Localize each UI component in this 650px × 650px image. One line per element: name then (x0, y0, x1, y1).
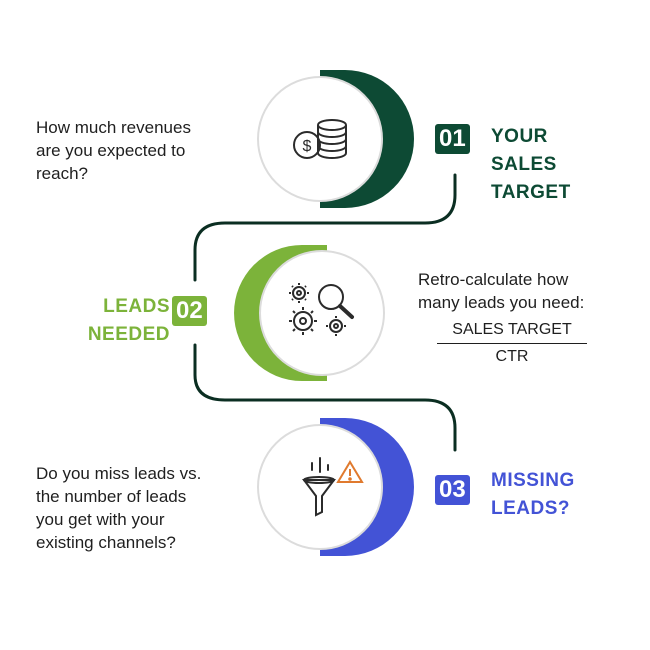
step3-title: MISSING LEADS? (491, 467, 575, 523)
title-line: YOUR (491, 126, 548, 147)
gears-magnifier-icon (289, 283, 354, 336)
step3-circle (257, 424, 383, 550)
step1-description: How much revenues are you expected to re… (36, 116, 191, 185)
step1-number-badge: 01 (435, 124, 470, 154)
step3-description: Do you miss leads vs. the number of lead… (36, 462, 201, 554)
connector-line (193, 173, 457, 282)
description-line: many leads you need: (418, 293, 585, 312)
step1-title: YOUR SALES TARGET (491, 123, 571, 207)
title-line: LEADS (103, 296, 170, 317)
title-line: TARGET (491, 182, 571, 203)
title-line: LEADS? (491, 498, 570, 519)
title-line: SALES (491, 154, 557, 175)
description-line: the number of leads (36, 487, 187, 506)
funnel-warning-icon (302, 457, 364, 517)
description-line: you get with your (36, 510, 165, 529)
step2-number-badge: 02 (172, 296, 207, 326)
description-line: existing channels? (36, 533, 176, 552)
step3-number-badge: 03 (435, 475, 470, 505)
description-line: How much revenues (36, 118, 191, 137)
fraction-bar (437, 343, 587, 344)
formula-denominator: CTR (495, 348, 529, 365)
formula-numerator: SALES TARGET (452, 321, 572, 338)
step1-circle (257, 76, 383, 202)
svg-text:$: $ (303, 138, 312, 155)
coins-dollar-icon: $ (293, 119, 347, 159)
description-line: Do you miss leads vs. (36, 464, 202, 483)
description-line: are you expected to (36, 141, 186, 160)
step2-description: Retro-calculate how many leads you need: (418, 268, 584, 314)
leads-formula: SALES TARGET CTR (437, 320, 587, 367)
step2-circle (259, 250, 385, 376)
title-line: NEEDED (87, 324, 170, 345)
title-line: MISSING (491, 470, 575, 491)
description-line: Retro-calculate how (418, 270, 569, 289)
description-line: reach? (36, 164, 88, 183)
step2-title: LEADS NEEDED (80, 293, 170, 349)
connector-line (193, 343, 457, 452)
